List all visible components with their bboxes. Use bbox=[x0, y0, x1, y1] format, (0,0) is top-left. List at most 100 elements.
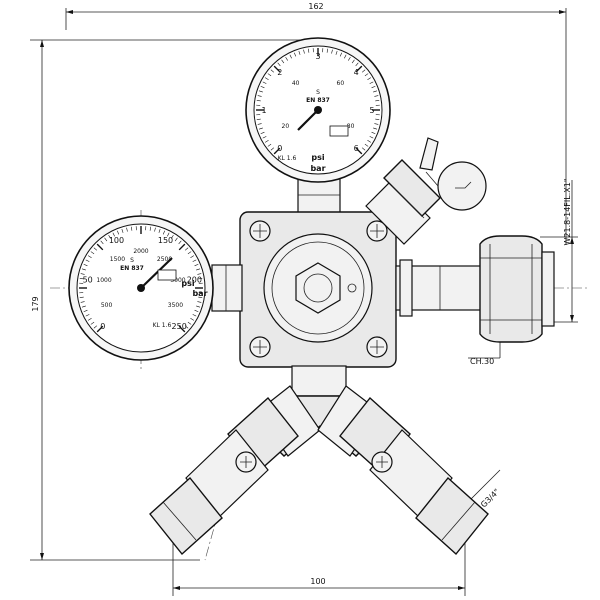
top-gauge-tick bbox=[369, 136, 374, 139]
left-gauge-tick bbox=[79, 278, 84, 280]
top-gauge-tick bbox=[260, 131, 265, 135]
left-gauge-tick bbox=[171, 234, 174, 239]
dimension-width-bottom: 100 bbox=[172, 520, 466, 596]
screw-bottom-left bbox=[249, 336, 271, 358]
top-gauge-tick bbox=[374, 95, 379, 97]
outlet-valve-left bbox=[149, 385, 321, 556]
inlet-thread-end bbox=[541, 251, 555, 327]
top-gauge-tick bbox=[270, 147, 275, 151]
dimension-height-left: 179 bbox=[30, 39, 330, 561]
left-gauge-psi-label: 2000 bbox=[133, 248, 148, 255]
top-gauge-tick bbox=[273, 147, 281, 155]
dimension-width-top: 162 bbox=[65, 2, 567, 245]
left-gauge-tick bbox=[131, 226, 133, 231]
top-gauge-psi-label: 60 bbox=[337, 80, 345, 87]
top-gauge-tick bbox=[260, 85, 265, 89]
top-gauge-tick bbox=[361, 147, 366, 151]
left-gauge-tick bbox=[93, 325, 98, 329]
outlet-valve-right bbox=[317, 385, 489, 556]
left-gauge-bar-label: 100 bbox=[109, 236, 124, 245]
left-gauge-tick bbox=[178, 325, 186, 333]
top-gauge-tick bbox=[273, 65, 281, 73]
left-gauge-tick bbox=[81, 268, 86, 271]
left-gauge-tick bbox=[198, 278, 203, 280]
left-gauge-psi-label: 1000 bbox=[96, 277, 111, 284]
left-gauge-tick bbox=[184, 325, 189, 329]
top-gauge-tick bbox=[270, 69, 275, 73]
left-gauge-psi-label: 1500 bbox=[110, 256, 125, 263]
left-gauge-psi-label: 500 bbox=[101, 302, 113, 309]
left-gauge-bar-label: 200 bbox=[187, 276, 202, 285]
outlet-left-centerline bbox=[204, 459, 234, 561]
top-gauge-class: KL 1.6 bbox=[278, 155, 297, 162]
top-gauge-tick bbox=[298, 50, 301, 55]
left-gauge-tick bbox=[116, 230, 120, 235]
left-gauge-tick bbox=[149, 226, 151, 231]
top-gauge-tick bbox=[355, 65, 363, 73]
left-gauge-tick bbox=[187, 251, 192, 255]
screw-top-left bbox=[249, 220, 271, 242]
top-gauge-logo bbox=[329, 125, 349, 137]
adjust-nut bbox=[295, 262, 341, 314]
top-gauge-tick bbox=[335, 50, 338, 55]
top-gauge-bar-label: 6 bbox=[354, 144, 359, 153]
top-gauge-psi-label: 40 bbox=[292, 80, 300, 87]
top-gauge-tick bbox=[262, 136, 267, 139]
left-gauge-tick bbox=[93, 247, 98, 251]
top-gauge-tick bbox=[373, 127, 378, 130]
top-gauge-tick bbox=[256, 118, 261, 120]
top-gauge-standard: EN 837 bbox=[306, 97, 330, 104]
left-gauge-bar-label: 0 bbox=[100, 322, 105, 331]
left-gauge-psi-label: 3000 bbox=[170, 277, 185, 284]
left-gauge-tick bbox=[197, 273, 202, 275]
left-gauge-needle bbox=[140, 257, 173, 289]
regulator-body bbox=[149, 137, 555, 556]
left-gauge-tick bbox=[83, 309, 88, 313]
left-gauge-bar-label: 50 bbox=[83, 276, 93, 285]
left-gauge-tick bbox=[178, 240, 182, 245]
top-gauge-tick bbox=[267, 73, 272, 77]
top-gauge-bar-label: 1 bbox=[261, 106, 266, 115]
top-gauge-tick bbox=[351, 59, 355, 64]
left-gauge-ticks bbox=[79, 226, 203, 333]
top-gauge-tick bbox=[277, 62, 281, 67]
left-gauge-psi-label: 2500 bbox=[157, 256, 172, 263]
top-gauge-tick bbox=[361, 69, 366, 73]
top-gauge-tick bbox=[264, 140, 269, 143]
left-gauge-tick bbox=[79, 296, 84, 298]
top-gauge-bar-label: 4 bbox=[354, 68, 359, 77]
left-gauge-tick bbox=[87, 255, 92, 258]
top-gauge-tick bbox=[289, 54, 292, 59]
top-gauge-tick bbox=[344, 54, 347, 59]
left-gauge-tick bbox=[83, 263, 88, 267]
left-gauge-pivot bbox=[137, 284, 145, 292]
top-gauge-tick bbox=[326, 48, 328, 53]
left-gauge-tick bbox=[80, 273, 85, 275]
top-gauge-tick bbox=[367, 77, 372, 80]
dim-width-bottom-label: 100 bbox=[310, 577, 325, 586]
left-gauge-tick bbox=[126, 227, 128, 232]
top-gauge-tick bbox=[293, 52, 297, 57]
top-gauge-mark-s: S bbox=[316, 89, 320, 96]
screw-bottom-right bbox=[366, 336, 388, 358]
left-gauge-tick bbox=[162, 230, 166, 235]
top-gauge-tick bbox=[258, 90, 263, 93]
inlet-hex-nut bbox=[479, 235, 543, 343]
left-gauge-tick bbox=[85, 314, 90, 317]
left-gauge-mark-s: S bbox=[130, 257, 134, 264]
left-gauge-tick bbox=[190, 318, 195, 321]
left-gauge-tick bbox=[121, 228, 124, 233]
left-gauge-tick bbox=[108, 234, 111, 239]
left-gauge-logo bbox=[157, 269, 177, 281]
left-gauge-tick bbox=[104, 237, 108, 242]
dim-outlet-thread-label: G3/4" bbox=[479, 487, 501, 509]
top-gauge-bar-label: 0 bbox=[277, 144, 282, 153]
left-gauge-standard: EN 837 bbox=[120, 265, 144, 272]
top-gauge-tick bbox=[371, 85, 376, 89]
top-gauge-psi-label: 20 bbox=[282, 123, 290, 130]
top-gauge-tick bbox=[267, 143, 272, 147]
top-gauge-bar-label: 5 bbox=[369, 106, 374, 115]
